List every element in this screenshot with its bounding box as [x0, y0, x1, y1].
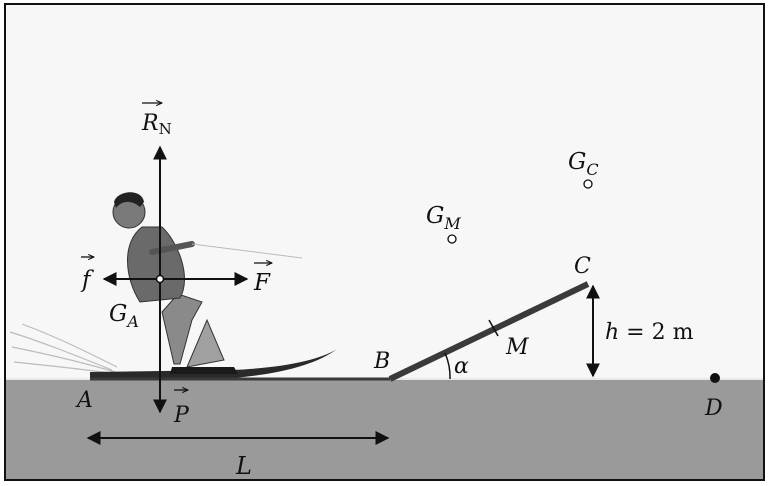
label-f-big: F: [253, 270, 271, 296]
label-rn: RN: [141, 111, 172, 138]
angle-arc: [444, 352, 451, 380]
point-gm-marker: [447, 234, 457, 244]
label-l: L: [235, 452, 252, 480]
label-alpha: α: [454, 354, 469, 379]
label-h: h = 2 m: [605, 320, 694, 345]
water-surface: [6, 379, 763, 479]
label-a: A: [75, 388, 93, 413]
ramp-midpoint-tick: [488, 319, 499, 337]
label-ga: GA: [109, 301, 139, 331]
skier-figure: [112, 192, 303, 374]
label-b: B: [373, 349, 390, 374]
center-of-mass-ga: [155, 274, 165, 284]
label-gm: GM: [426, 203, 461, 233]
label-p: P: [173, 403, 190, 428]
water-ski: [90, 349, 337, 378]
water-spray: [9, 323, 133, 377]
figure-frame: RN f F GA P A L B α M C GM GC h = 2 m D: [4, 3, 765, 481]
label-gc: GC: [568, 149, 599, 179]
point-gc-marker: [583, 179, 593, 189]
ramp: [388, 281, 590, 382]
label-f-small: f: [80, 267, 94, 293]
point-d-marker: [710, 373, 720, 383]
label-m: M: [505, 335, 529, 360]
label-d: D: [704, 396, 723, 421]
physics-diagram: RN f F GA P A L B α M C GM GC h = 2 m D: [6, 5, 763, 480]
label-c: C: [574, 254, 591, 279]
